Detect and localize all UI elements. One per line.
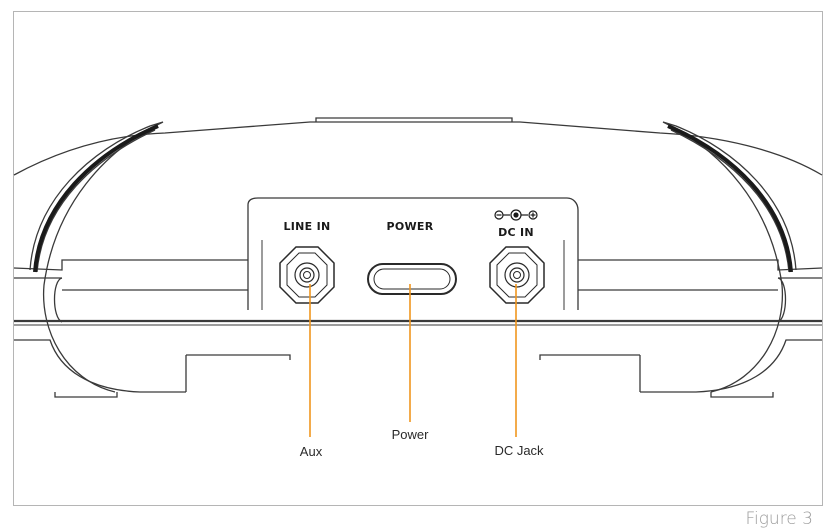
callout-lines <box>309 284 517 437</box>
figure-caption: Figure 3 <box>745 509 813 529</box>
handle-accents <box>33 124 793 273</box>
dc-jack-callout: DC Jack <box>494 443 544 458</box>
device-body <box>13 117 823 398</box>
power-button <box>367 263 457 295</box>
aux-callout: Aux <box>300 444 323 459</box>
power-label: POWER <box>386 220 433 233</box>
dc-jack <box>489 246 545 304</box>
connector-panel <box>247 197 579 310</box>
aux-jack <box>279 246 335 304</box>
dc-in-label: DC IN <box>498 226 534 239</box>
line-in-label: LINE IN <box>283 220 330 233</box>
figure-frame <box>13 11 823 506</box>
dc-polarity-icon <box>494 209 538 221</box>
power-callout: Power <box>392 427 430 442</box>
